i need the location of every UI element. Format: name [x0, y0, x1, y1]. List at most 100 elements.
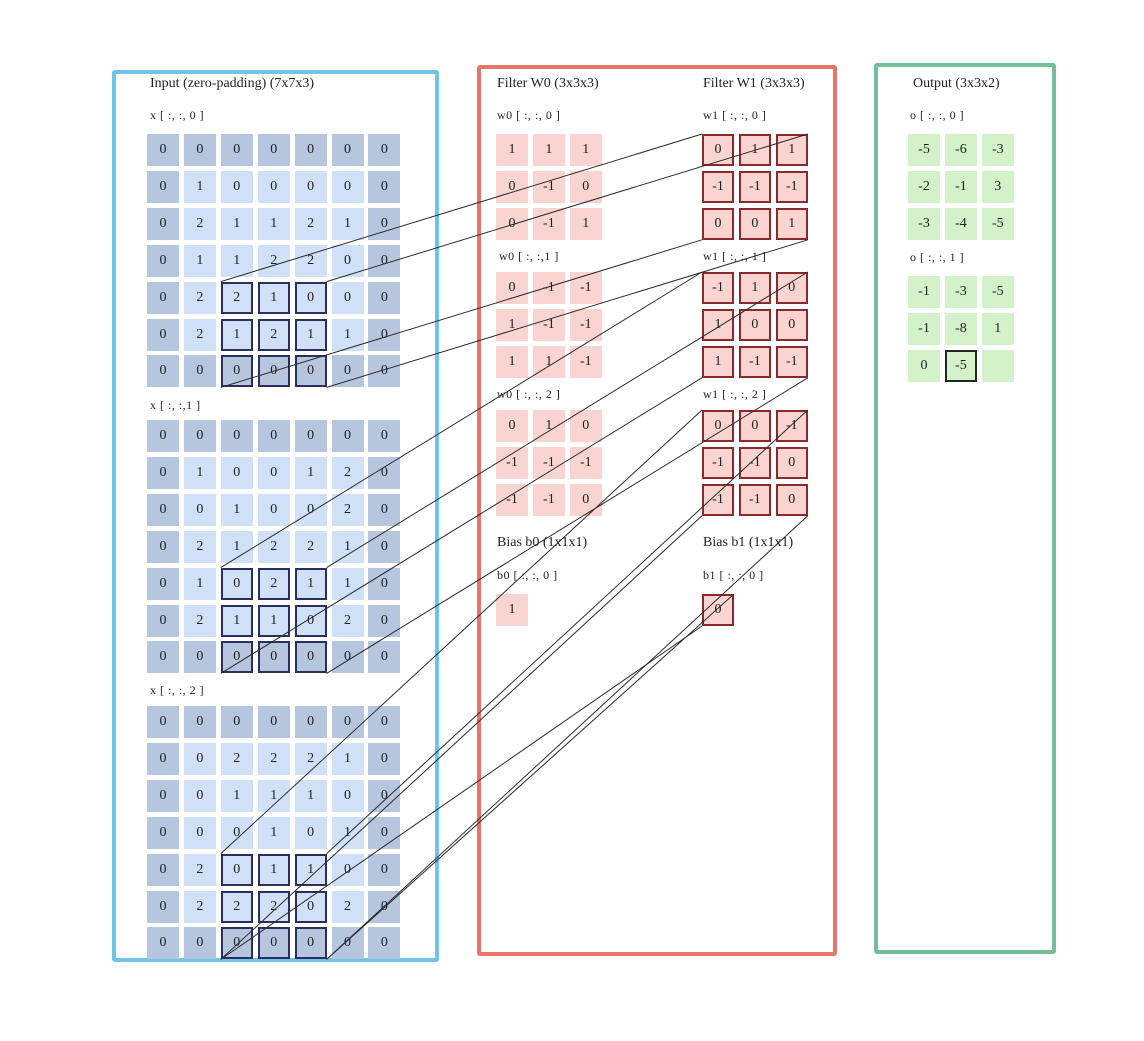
input-cell: 0 — [220, 927, 253, 960]
input-cell: 0 — [294, 170, 327, 203]
input-cell: 2 — [331, 456, 364, 489]
input-cell: 0 — [147, 927, 179, 960]
input-cell: 0 — [294, 641, 327, 674]
input-cell: 1 — [331, 207, 364, 240]
input-cell: 0 — [220, 456, 253, 489]
filter-cell: 1 — [702, 308, 734, 341]
output-cell: -1 — [944, 170, 977, 203]
input-cell: 0 — [147, 890, 179, 923]
input-cell: 0 — [183, 355, 216, 388]
input-cell: 0 — [183, 779, 216, 812]
input-cell: 0 — [294, 281, 327, 314]
input-cell: 0 — [294, 816, 327, 849]
bias-cell: 1 — [496, 594, 528, 626]
input-cell: 1 — [331, 816, 364, 849]
input-cell: 0 — [147, 318, 179, 351]
filter-cell: 1 — [702, 345, 734, 378]
input-cell: 0 — [220, 853, 253, 886]
filter-cell: 0 — [738, 410, 771, 442]
input-cell: 1 — [220, 779, 253, 812]
input-cell: 2 — [294, 207, 327, 240]
input-cell: 2 — [183, 890, 216, 923]
input-cell: 0 — [147, 420, 179, 452]
input-cell: 1 — [331, 530, 364, 563]
filter-cell: -1 — [738, 483, 771, 516]
output-cell: 1 — [981, 312, 1014, 345]
filter-cell: 0 — [738, 207, 771, 240]
filter-cell: 0 — [775, 446, 808, 479]
output-cell: -1 — [908, 312, 940, 345]
input-cell: 0 — [220, 816, 253, 849]
input-cell: 1 — [183, 456, 216, 489]
input-cell: 0 — [368, 281, 401, 314]
input-cell: 0 — [183, 816, 216, 849]
filter-w1-slice-0-label: w1 [ :, :, 0 ] — [703, 108, 767, 122]
filter-cell: -1 — [702, 170, 734, 203]
filter-cell: -1 — [532, 207, 565, 240]
input-cell: 0 — [368, 816, 401, 849]
filter-cell: 1 — [775, 207, 808, 240]
input-cell: 0 — [331, 927, 364, 960]
input-cell: 2 — [294, 530, 327, 563]
bias-b1-label: b1 [ :, :, 0 ] — [703, 568, 764, 582]
input-cell: 0 — [331, 355, 364, 388]
input-cell: 0 — [257, 706, 290, 738]
input-cell: 0 — [257, 170, 290, 203]
input-cell: 1 — [257, 816, 290, 849]
filter-cell: -1 — [738, 446, 771, 479]
input-cell: 0 — [294, 604, 327, 637]
filter-cell: 1 — [569, 134, 602, 166]
filter-cell: -1 — [532, 308, 565, 341]
input-cell: 2 — [220, 890, 253, 923]
input-cell: 0 — [147, 706, 179, 738]
input-cell: 2 — [257, 742, 290, 775]
input-cell: 1 — [294, 853, 327, 886]
input-cell: 0 — [257, 134, 290, 166]
input-cell: 2 — [331, 604, 364, 637]
filter-cell: -1 — [738, 170, 771, 203]
filter-cell: -1 — [532, 483, 565, 516]
filter-cell: 0 — [496, 410, 528, 442]
filter-w1-slice-2-label: w1 [ :, :, 2 ] — [703, 387, 767, 401]
input-cell: 0 — [368, 456, 401, 489]
filter-cell: -1 — [702, 272, 734, 304]
filter-cell: -1 — [738, 345, 771, 378]
input-cell: 2 — [294, 742, 327, 775]
input-slice-2-label: x [ :, :, 2 ] — [150, 683, 205, 697]
input-cell: 1 — [220, 530, 253, 563]
input-cell: 0 — [368, 170, 401, 203]
filter-cell: 0 — [496, 272, 528, 304]
output-cell: -5 — [908, 134, 940, 166]
filter-cell: -1 — [532, 272, 565, 304]
input-cell: 0 — [220, 706, 253, 738]
output-title: Output (3x3x2) — [913, 76, 1000, 91]
filter-cell: -1 — [569, 345, 602, 378]
output-cell: -4 — [944, 207, 977, 240]
input-cell: 0 — [147, 170, 179, 203]
output-cell: -8 — [944, 312, 977, 345]
input-cell: 2 — [294, 244, 327, 277]
output-cell — [981, 349, 1014, 382]
input-cell: 0 — [294, 134, 327, 166]
input-title: Input (zero-padding) (7x7x3) — [150, 76, 315, 91]
filter-w0-slice-1-label: w0 [ :, :,1 ] — [499, 249, 559, 263]
input-cell: 0 — [368, 530, 401, 563]
filter-cell: -1 — [702, 446, 734, 479]
input-cell: 2 — [331, 890, 364, 923]
filter-cell: 1 — [532, 345, 565, 378]
input-cell: 0 — [257, 420, 290, 452]
input-cell: 2 — [183, 530, 216, 563]
bias-b0-label: b0 [ :, :, 0 ] — [497, 568, 558, 582]
input-cell: 0 — [331, 281, 364, 314]
input-cell: 0 — [294, 706, 327, 738]
input-cell: 1 — [220, 244, 253, 277]
filter-cell: 0 — [569, 410, 602, 442]
filter-cell: -1 — [496, 446, 528, 479]
input-cell: 0 — [331, 420, 364, 452]
input-cell: 0 — [368, 604, 401, 637]
input-cell: 1 — [257, 281, 290, 314]
input-cell: 0 — [368, 927, 401, 960]
input-cell: 1 — [257, 604, 290, 637]
input-cell: 0 — [294, 355, 327, 388]
input-cell: 2 — [183, 207, 216, 240]
